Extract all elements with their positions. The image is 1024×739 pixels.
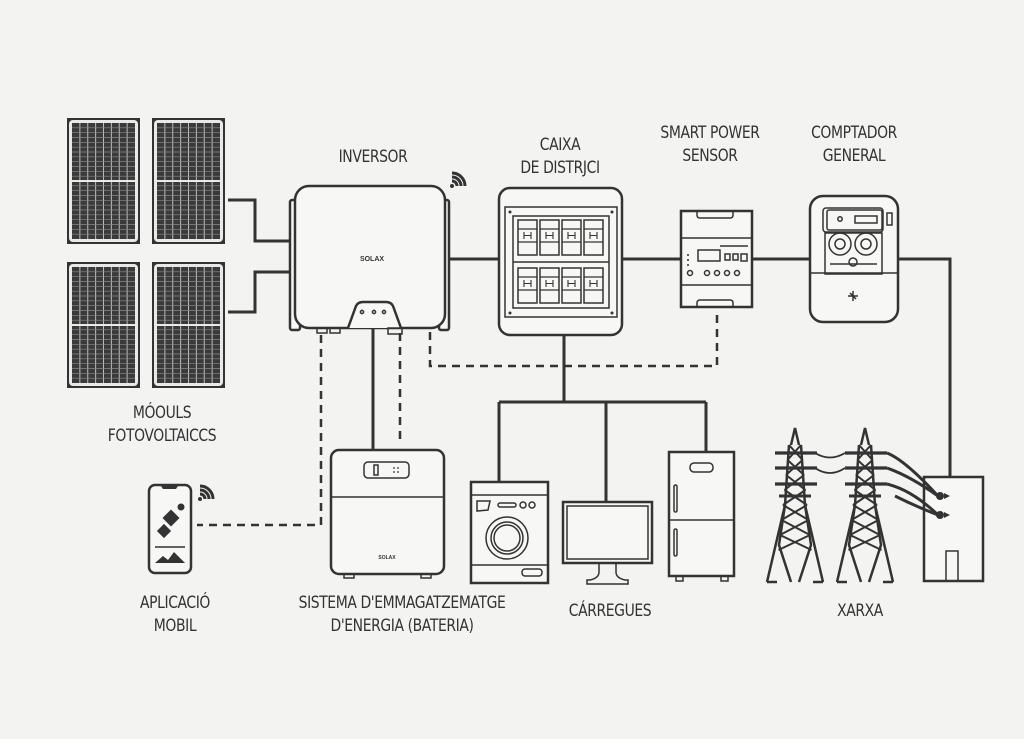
- label-line: FOTOVOLTAICCS: [107, 426, 217, 446]
- solar-modules: [67, 118, 225, 388]
- breaker: [583, 267, 604, 304]
- label-loads: CÁRREGUES: [544, 600, 675, 623]
- label-battery: SISTEMA D'EMMAGATZEMATGE D'ENERGIA (BATE…: [287, 592, 517, 638]
- phone-wifi-icon: [198, 484, 215, 501]
- label-line: SENSOR: [682, 146, 738, 166]
- label-line: SMART POWER: [660, 123, 760, 143]
- breaker: [517, 219, 538, 256]
- electricity-meter-icon: [808, 194, 900, 324]
- power-pylon-icon: [765, 427, 895, 584]
- solar-panel-icon: [152, 118, 225, 244]
- washing-machine-icon: [469, 480, 550, 585]
- power-line: [814, 452, 846, 459]
- power-pylon: [765, 427, 825, 584]
- label-line: D'ENERGIA (BATERIA): [330, 616, 474, 636]
- breaker: [583, 219, 604, 256]
- label-mobile-app: APLICACIÓ MOBIL: [109, 592, 240, 638]
- smartphone-icon: [147, 483, 193, 575]
- label-line: APLICACIÓ: [140, 593, 210, 613]
- loads-wiring: [497, 335, 708, 503]
- label-line: INVERSOR: [338, 147, 408, 167]
- smart-meter-icon: [679, 209, 754, 309]
- solar-panel-icon: [67, 262, 140, 388]
- meter-to-grid-wire: [898, 257, 952, 478]
- power-line: [814, 467, 846, 474]
- solar-panel-icon: [152, 262, 225, 388]
- battery-storage-icon: SOLAX: [329, 448, 446, 579]
- label-general-meter: COMPTADOR GENERAL: [788, 122, 919, 168]
- label-solar-modules: MÓOULS FOTOVOLTAICCS: [80, 402, 244, 448]
- label-line: MOBIL: [153, 616, 197, 636]
- label-line: CÁRREGUES: [568, 601, 652, 621]
- label-grid: XARXA: [794, 600, 925, 623]
- breaker: [561, 219, 582, 256]
- solar-panel-icon: [67, 118, 140, 244]
- inverter-brand: SOLAX: [360, 256, 384, 263]
- inverter-icon: SOLAX: [288, 184, 451, 335]
- label-inverter: INVERSOR: [307, 146, 438, 169]
- label-line: COMPTADOR: [811, 123, 897, 143]
- label-distribution-box: CAIXA DE DISTRJCI: [494, 134, 625, 180]
- power-pylon: [835, 427, 895, 584]
- label-line: GENERAL: [822, 146, 886, 166]
- breaker: [517, 267, 538, 304]
- communication-lines: [197, 310, 719, 527]
- label-line: DE DISTRJCI: [520, 158, 600, 178]
- label-line: MÓOULS: [132, 403, 192, 423]
- inverter-wifi-icon: [450, 171, 467, 188]
- grid-connection-box-icon: [886, 451, 985, 583]
- label-line: XARXA: [837, 601, 883, 621]
- battery-brand: SOLAX: [378, 555, 396, 561]
- label-line: SISTEMA D'EMMAGATZEMATGE: [298, 593, 506, 613]
- panel-to-inverter-wires: [228, 198, 292, 314]
- breaker-panel-icon: [497, 186, 624, 337]
- label-smart-power-sensor: SMART POWER SENSOR: [640, 122, 779, 168]
- label-line: CAIXA: [539, 135, 581, 155]
- breaker: [561, 267, 582, 304]
- monitor-icon: [561, 500, 654, 585]
- breaker: [539, 267, 560, 304]
- fridge-icon: [667, 450, 736, 582]
- breaker: [539, 219, 560, 256]
